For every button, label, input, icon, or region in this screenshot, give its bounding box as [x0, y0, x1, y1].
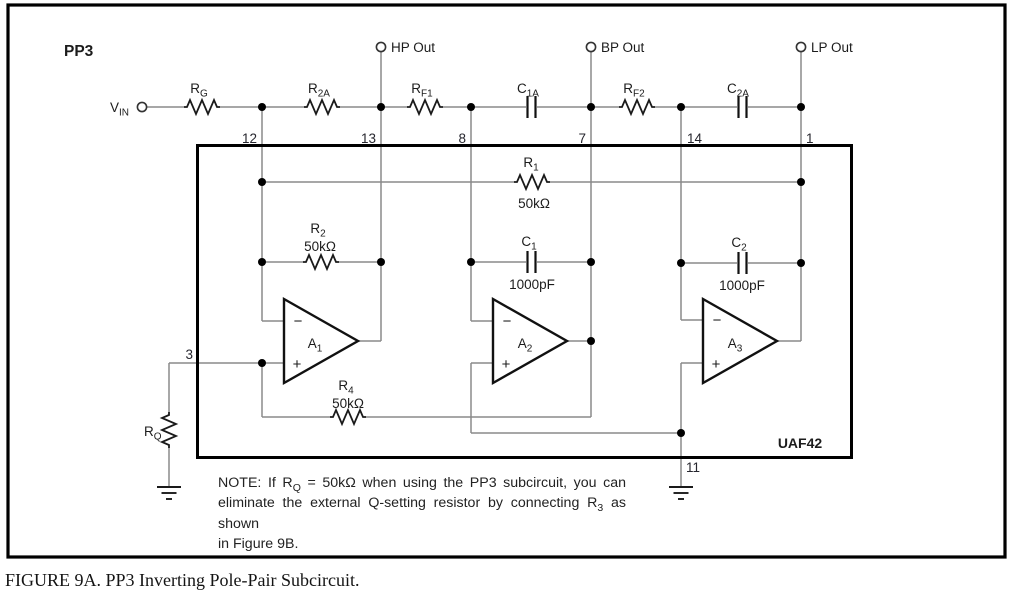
note-block: NOTE: If RQ = 50kΩ when using the PP3 su…: [218, 473, 626, 554]
ground-icon: [669, 486, 693, 500]
pin-14-label: 14: [687, 131, 703, 146]
resistor-r1-symbol: [514, 172, 550, 192]
junction-dot: [377, 103, 385, 111]
hp-out-label: HP Out: [391, 40, 435, 55]
a3-plus-sign: +: [712, 356, 721, 373]
resistor-rf2-symbol: [619, 97, 655, 117]
junction-dot: [258, 258, 266, 266]
junction-dot: [797, 103, 805, 111]
vin-label: VIN: [110, 100, 129, 119]
pin-1-label: 1: [806, 131, 814, 146]
subcircuit-title: PP3: [64, 43, 94, 60]
pin-13-label: 13: [361, 131, 376, 146]
bp-out-terminal-icon: [585, 41, 597, 53]
bp-out-label: BP Out: [601, 40, 645, 55]
c1-label: C1: [521, 234, 537, 253]
a1-plus-sign: +: [293, 356, 302, 373]
c2-value: 1000pF: [719, 278, 765, 293]
r2-value: 50kΩ: [304, 239, 336, 254]
resistor-rg-symbol: [184, 97, 220, 117]
chip-name-label: UAF42: [778, 435, 823, 451]
junction-dots: [258, 103, 805, 437]
junction-dot: [467, 103, 475, 111]
figure-caption: FIGURE 9A. PP3 Inverting Pole-Pair Subci…: [5, 570, 360, 590]
vin-terminal-icon: [136, 101, 148, 113]
a2-label: A2: [518, 336, 533, 355]
junction-dot: [258, 359, 266, 367]
r1-label: R1: [523, 155, 539, 174]
a1-label: A1: [308, 336, 323, 355]
ground-symbols: [157, 486, 693, 500]
opamps: [282, 296, 780, 386]
pin-3-label: 3: [185, 347, 193, 362]
junction-dot: [677, 259, 685, 267]
terminals: [136, 41, 807, 113]
opamp-a2-symbol: [491, 296, 570, 386]
resistor-r4-symbol: [330, 407, 366, 427]
r2-label: R2: [310, 221, 326, 240]
uaf42-ic-outline: [196, 144, 853, 459]
opamp-a3-symbol: [701, 296, 780, 386]
resistors: [159, 97, 655, 448]
a2-minus-sign: −: [503, 313, 512, 330]
r1-value: 50kΩ: [518, 196, 550, 211]
lp-out-terminal-icon: [795, 41, 807, 53]
resistor-rq-symbol: [159, 412, 179, 448]
junction-dot: [797, 178, 805, 186]
figure-frame: [6, 3, 1007, 559]
capacitors: [526, 96, 748, 274]
c1a-label: C1A: [517, 81, 539, 100]
note-line-1: NOTE: If RQ = 50kΩ when using the PP3 su…: [218, 475, 626, 494]
lp-out-label: LP Out: [811, 40, 853, 55]
r4-label: R4: [338, 378, 354, 397]
junction-dot: [797, 259, 805, 267]
junction-dot: [587, 258, 595, 266]
junction-dot: [677, 103, 685, 111]
ground-icon: [157, 486, 181, 500]
pin-12-label: 12: [242, 131, 257, 146]
note-line-2: eliminate the external Q-setting resisto…: [218, 495, 626, 532]
rf1-label: RF1: [411, 81, 433, 100]
junction-dot: [377, 258, 385, 266]
junction-dot: [587, 103, 595, 111]
r4-value: 50kΩ: [332, 396, 364, 411]
a1-minus-sign: −: [294, 313, 303, 330]
a3-label: A3: [728, 336, 743, 355]
c2-label: C2: [731, 235, 747, 254]
junction-dot: [677, 429, 685, 437]
c2a-label: C2A: [727, 81, 749, 100]
c1-value: 1000pF: [509, 277, 555, 292]
a2-plus-sign: +: [502, 356, 511, 373]
rg-label: RG: [190, 81, 208, 100]
pin-11-label: 11: [686, 460, 700, 475]
resistor-rf1-symbol: [407, 97, 443, 117]
pin-7-label: 7: [578, 131, 586, 146]
rf2-label: RF2: [623, 81, 645, 100]
junction-dot: [467, 258, 475, 266]
a3-minus-sign: −: [713, 312, 722, 329]
resistor-r2-symbol: [303, 252, 339, 272]
junction-dot: [587, 337, 595, 345]
note-line-3: in Figure 9B.: [218, 535, 299, 552]
rq-label: RQ: [144, 424, 162, 443]
junction-dot: [258, 103, 266, 111]
opamp-a1-symbol: [282, 296, 361, 386]
circuit-wires: [147, 52, 802, 487]
resistor-r2a-symbol: [304, 97, 340, 117]
r2a-label: R2A: [308, 81, 330, 100]
hp-out-terminal-icon: [375, 41, 387, 53]
pin-8-label: 8: [458, 131, 466, 146]
junction-dot: [258, 178, 266, 186]
